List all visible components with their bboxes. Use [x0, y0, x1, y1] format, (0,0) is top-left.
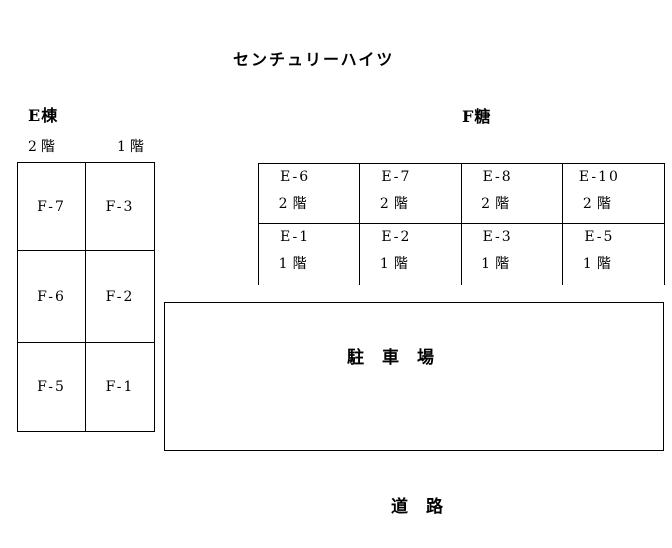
unit-cell-e5: E-5 1階	[563, 224, 664, 285]
floor-label: 1階	[278, 256, 312, 272]
e-building-label: E棟	[28, 106, 59, 125]
room-label: E-6	[280, 169, 311, 185]
unit-cell-e8: E-8 2階	[461, 164, 563, 224]
e-building-floor-header-1f: 1階	[117, 139, 148, 155]
f-building-label: F糖	[462, 107, 492, 126]
unit-cell-e7: E-7 2階	[360, 164, 462, 224]
floor-label: 1階	[379, 256, 413, 272]
unit-cell-f7: F-7	[18, 163, 86, 251]
floor-label: 1階	[481, 256, 515, 272]
page-title: センチュリーハイツ	[233, 50, 395, 69]
unit-cell-e10: E-10 2階	[562, 164, 664, 224]
unit-cell-f5: F-5	[18, 343, 86, 431]
unit-cell-e3: E-3 1階	[462, 224, 563, 285]
floor-label: 2階	[379, 196, 413, 212]
unit-cell-f2: F-2	[86, 251, 154, 343]
e-building-floor-header-2f: 2階	[28, 139, 59, 155]
room-label: E-7	[381, 169, 412, 185]
unit-cell-e6: E-6 2階	[259, 164, 361, 224]
floor-label: 2階	[582, 196, 616, 212]
room-label: E-1	[280, 229, 311, 245]
room-label: E-5	[584, 229, 615, 245]
e-building-table: F-7 F-3 F-6 F-2 F-5 F-1	[17, 162, 155, 432]
road-label: 道路	[391, 497, 461, 517]
f-building-table: E-6 2階 E-7 2階 E-8 2階 E-10 2階 E-1 1階 E-2 …	[258, 163, 665, 285]
unit-cell-f3: F-3	[86, 163, 154, 251]
unit-cell-f6: F-6	[18, 251, 86, 343]
floor-label: 1階	[582, 256, 616, 272]
unit-cell-e1: E-1 1階	[259, 224, 361, 285]
room-label: E-10	[578, 169, 620, 185]
floor-label: 2階	[278, 196, 312, 212]
room-label: E-2	[381, 229, 412, 245]
floor-label: 2階	[481, 196, 515, 212]
parking-label: 駐車場	[347, 348, 452, 368]
unit-cell-f1: F-1	[105, 379, 135, 395]
room-label: E-3	[482, 229, 513, 245]
parking-area: 駐車場	[164, 302, 664, 451]
room-label: E-8	[482, 169, 513, 185]
unit-cell-e2: E-2 1階	[360, 224, 462, 285]
